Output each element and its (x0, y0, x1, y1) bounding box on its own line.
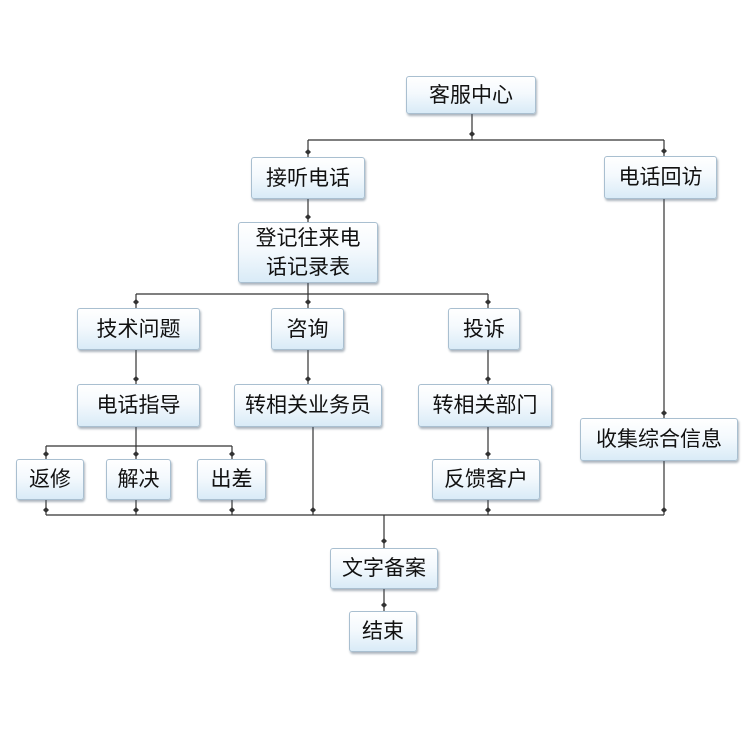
node-call-log: 登记往来电 话记录表 (238, 222, 378, 283)
junction-dot (305, 376, 311, 382)
junction-dot (469, 131, 475, 137)
junction-dot (133, 507, 139, 513)
node-customer-feedback: 反馈客户 (432, 459, 540, 500)
junction-dot (229, 451, 235, 457)
node-transfer-dept: 转相关部门 (418, 384, 552, 427)
node-resolve: 解决 (106, 459, 171, 500)
junction-dot (305, 214, 311, 220)
junction-dot (229, 507, 235, 513)
node-answer-call: 接听电话 (251, 157, 365, 199)
junction-dot (485, 507, 491, 513)
junction-dot (133, 451, 139, 457)
node-complaint: 投诉 (448, 308, 520, 350)
junction-dot (43, 507, 49, 513)
node-service-center: 客服中心 (406, 76, 536, 114)
node-archive: 文字备案 (330, 548, 438, 589)
node-callback: 电话回访 (604, 156, 717, 199)
junction-dot (133, 299, 139, 305)
node-tech-issue: 技术问题 (77, 308, 200, 350)
junction-dot (305, 149, 311, 155)
junction-dot (485, 451, 491, 457)
junction-dot (485, 376, 491, 382)
junction-dot (381, 602, 387, 608)
junction-dot (43, 451, 49, 457)
node-end: 结束 (349, 611, 417, 652)
node-business-trip: 出差 (197, 459, 266, 500)
node-phone-guidance: 电话指导 (77, 384, 200, 427)
junction-dot (661, 507, 667, 513)
junction-dot (310, 507, 316, 513)
node-transfer-sales: 转相关业务员 (234, 384, 382, 427)
junction-dot (381, 538, 387, 544)
junction-dot (305, 299, 311, 305)
junction-dot (485, 299, 491, 305)
junction-dot (661, 148, 667, 154)
junction-dot (661, 410, 667, 416)
node-consult: 咨询 (271, 308, 344, 350)
node-return-repair: 返修 (16, 459, 84, 500)
node-collect-info: 收集综合信息 (580, 418, 738, 461)
junction-dot (133, 376, 139, 382)
